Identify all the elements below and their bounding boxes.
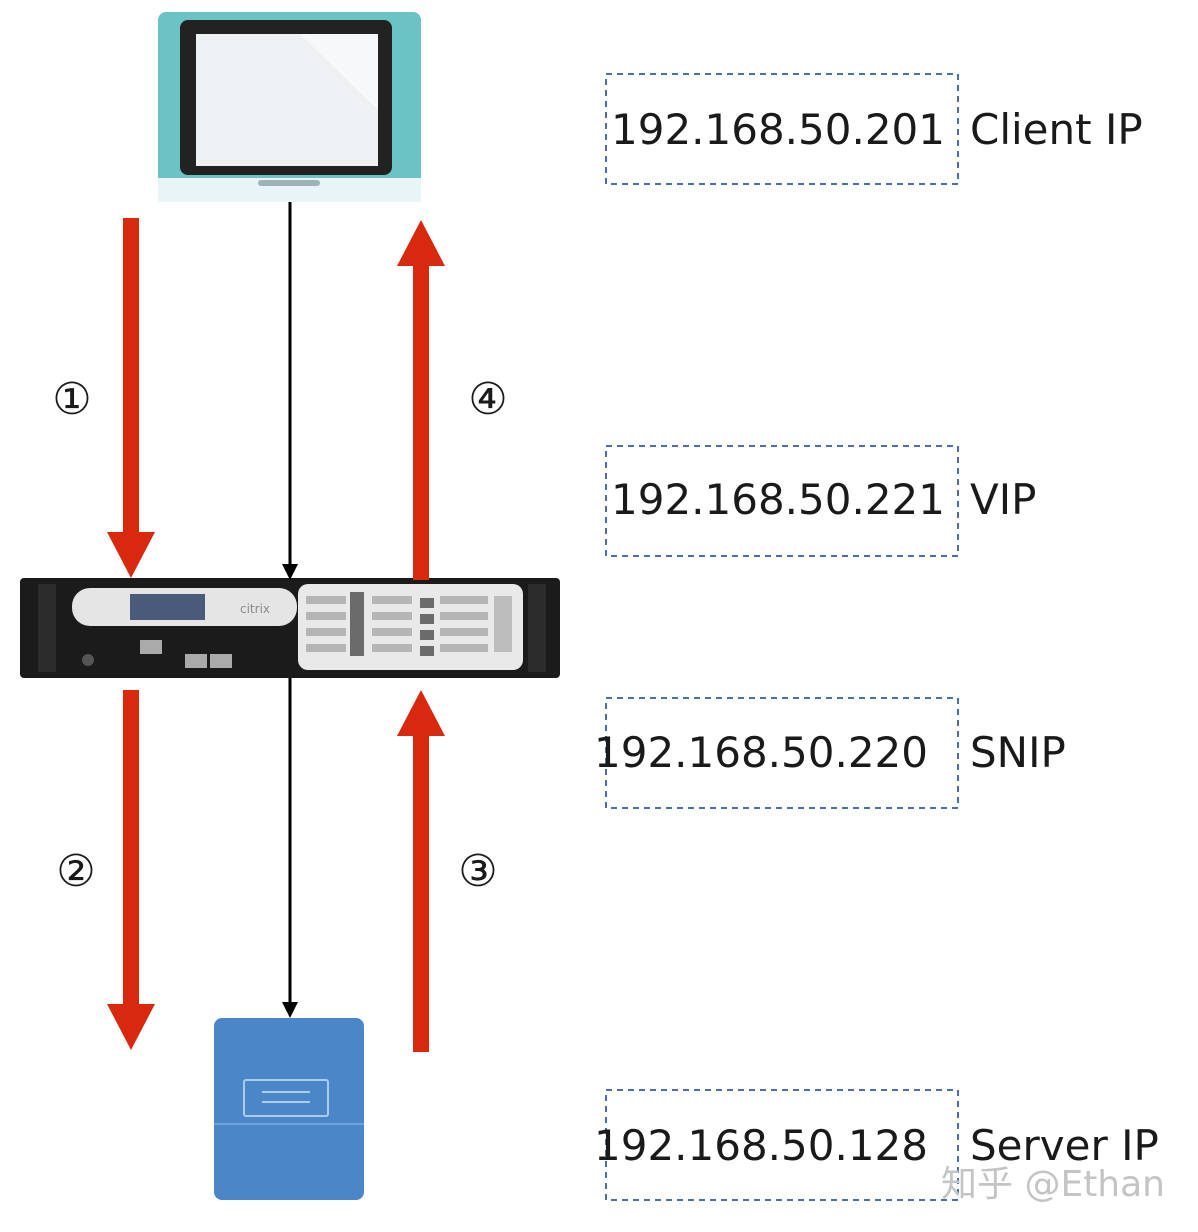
ip-box-vip: 192.168.50.221 VIP [605,445,1036,557]
connection-line-client-device [282,202,298,580]
brand-label: citrix [240,602,270,616]
ip-value-snip: 192.168.50.220 [594,728,928,777]
ip-value-client: 192.168.50.201 [611,105,945,154]
ip-role-vip: VIP [970,475,1036,524]
step-label-2: ② [56,846,95,897]
arrow-step-2 [107,690,155,1050]
step-label-1: ① [52,374,91,425]
ip-value-server: 192.168.50.128 [594,1121,928,1170]
appliance-icon: citrix [20,578,560,678]
server-icon [214,1018,364,1200]
ip-box-client: 192.168.50.201 Client IP [605,73,1143,185]
arrow-step-3 [397,690,445,1052]
watermark: 知乎 @Ethan [941,1164,1165,1205]
ip-role-client: Client IP [970,105,1143,154]
step-label-3: ③ [458,846,497,897]
ip-box-server: 192.168.50.128 Server IP [594,1089,1159,1201]
laptop-icon [158,12,421,202]
arrow-step-4 [397,220,445,580]
arrow-step-1 [107,218,155,578]
step-label-4: ④ [468,374,507,425]
ip-value-vip: 192.168.50.221 [611,475,945,524]
connection-line-device-server [282,678,298,1018]
ip-role-snip: SNIP [970,728,1066,777]
ip-box-snip: 192.168.50.220 SNIP [594,697,1066,809]
ip-role-server: Server IP [970,1121,1159,1170]
